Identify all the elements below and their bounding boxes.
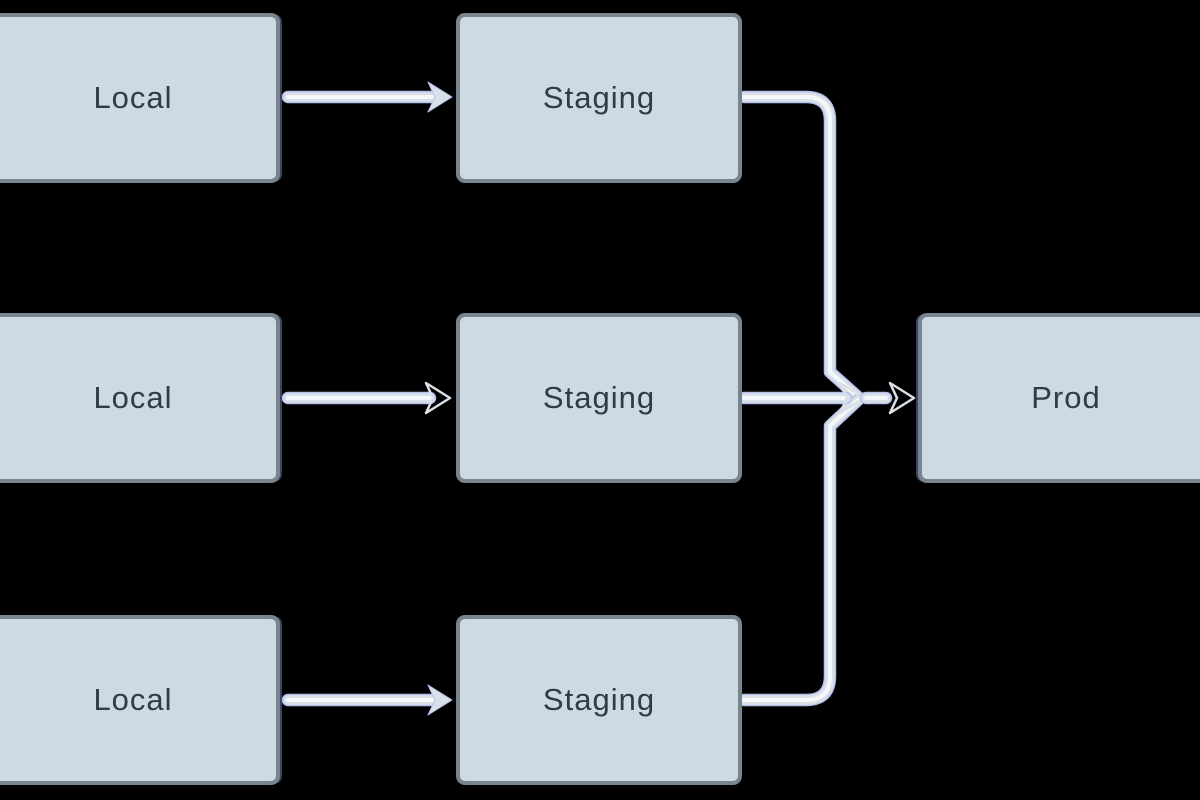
edge-staging3-prod bbox=[737, 393, 865, 707]
node-prod: Prod bbox=[918, 313, 1200, 483]
arrowhead-icon bbox=[427, 81, 453, 113]
edge-local2-staging2 bbox=[281, 381, 452, 415]
node-local-3: Local bbox=[0, 615, 280, 785]
node-label: Prod bbox=[1031, 380, 1101, 415]
node-staging-1: Staging bbox=[456, 13, 742, 183]
arrowhead-icon bbox=[838, 381, 866, 415]
node-label: Staging bbox=[542, 80, 656, 115]
node-staging-3: Staging bbox=[456, 615, 742, 785]
node-staging-2: Staging bbox=[456, 313, 742, 483]
edge-merge-prod bbox=[859, 381, 916, 415]
edge-staging2-prod bbox=[737, 381, 866, 415]
node-label: Local bbox=[93, 80, 173, 115]
node-local-2: Local bbox=[0, 313, 280, 483]
node-label: Staging bbox=[542, 380, 656, 415]
arrowhead-icon bbox=[427, 684, 453, 716]
edge-staging1-prod bbox=[737, 90, 865, 404]
arrowhead-icon bbox=[424, 381, 452, 415]
node-label: Local bbox=[93, 380, 173, 415]
node-label: Local bbox=[93, 682, 173, 717]
edge-local3-staging3 bbox=[281, 684, 453, 716]
node-label: Staging bbox=[542, 682, 656, 717]
edge-local1-staging1 bbox=[281, 81, 453, 113]
node-local-1: Local bbox=[0, 13, 280, 183]
arrowhead-icon bbox=[888, 381, 916, 415]
